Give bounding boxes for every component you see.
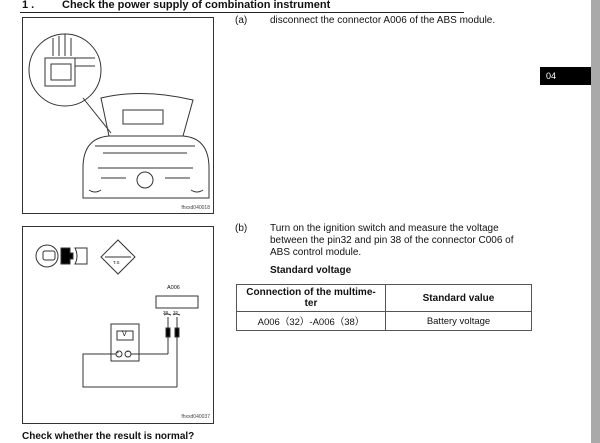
step-text: disconnect the connector A006 of the ABS… — [270, 15, 496, 26]
step-b: (b) Turn on the ignition switch and meas… — [235, 223, 545, 263]
figure-id: fhxxd040037 — [181, 414, 210, 420]
table-header-row: Connection of the multime-ter Standard v… — [236, 284, 532, 312]
standard-heading: Standard voltage — [270, 265, 352, 276]
minus-terminal: - — [127, 349, 129, 355]
wiring-diagram — [35, 239, 199, 388]
table-cell: Battery voltage — [385, 311, 532, 331]
column-header: Standard value — [385, 284, 532, 312]
standard-table: Connection of the multime-ter Standard v… — [236, 284, 532, 331]
check-question: Check whether the result is normal? — [22, 431, 195, 442]
chapter-tab: 04 — [540, 67, 591, 85]
table-cell: A006（32）-A006（38） — [236, 311, 386, 331]
step-text: Turn on the ignition switch and measure … — [270, 223, 514, 258]
step-a: (a) disconnect the connector A006 of the… — [235, 15, 545, 29]
connector-label: A006 — [167, 285, 180, 291]
multimeter-figure: A006 38 32 V + - T.S fhxxd040037 — [22, 226, 214, 424]
ts-label: T.S — [113, 260, 120, 265]
pin-32-label: 32 — [173, 310, 179, 315]
step-label: (b) — [235, 223, 248, 234]
scrollbar[interactable] — [591, 0, 600, 443]
section-title: 1 .Check the power supply of combination… — [22, 0, 331, 11]
engine-bay-figure: fhxxd040018 — [22, 17, 214, 214]
figure-id: fhxxd040018 — [181, 205, 210, 211]
plus-terminal: + — [116, 350, 119, 356]
connector-icon — [60, 247, 88, 265]
meter-label: V — [122, 331, 127, 338]
pin-38-label: 38 — [163, 310, 169, 315]
ignition-key-icon — [35, 244, 59, 268]
column-header: Connection of the multime-ter — [236, 284, 386, 312]
divider — [20, 12, 464, 13]
step-label: (a) — [235, 15, 248, 26]
car-engine-illustration — [28, 33, 210, 199]
table-row: A006（32）-A006（38） Battery voltage — [236, 311, 532, 331]
test-symbol-icon — [100, 239, 136, 275]
